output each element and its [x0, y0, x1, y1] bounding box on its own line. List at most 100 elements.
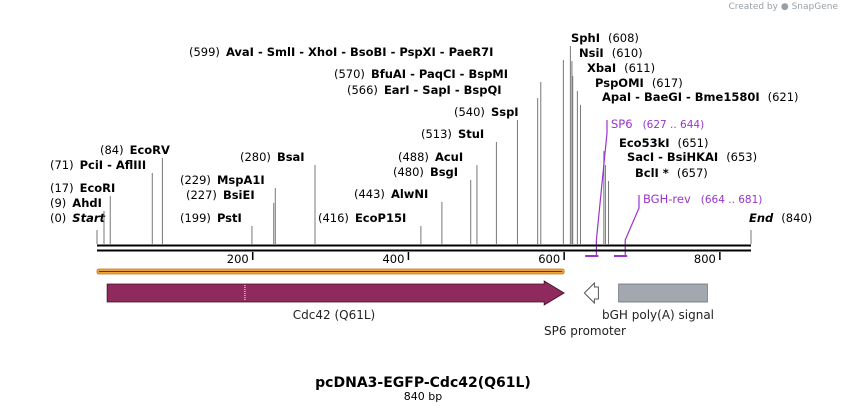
- site-sphi: SphI(608): [569, 31, 639, 244]
- primer-name: BGH-rev: [643, 192, 691, 206]
- site-label: SacI - BsiHKAI (653): [627, 150, 757, 164]
- primer-bgh-rev: BGH-rev (664 .. 681): [613, 192, 763, 257]
- site-label: PspOMI (617): [595, 76, 683, 90]
- site-alwni: (443)AlwNI: [354, 187, 443, 244]
- orf-track: [96, 268, 565, 275]
- site-position: (621): [768, 90, 799, 104]
- site-label: Eco53kI(651): [619, 136, 708, 150]
- ruler-tick-label: 800: [694, 252, 716, 266]
- site-label: BclI * (657): [635, 166, 708, 180]
- site-label: (0) Start: [50, 211, 106, 225]
- site-label: (84)EcoRV: [100, 143, 170, 157]
- site-position: (840): [781, 211, 812, 225]
- sequence-length: 840 bp: [404, 390, 442, 403]
- site-name: SacI - BsiHKAI: [627, 150, 718, 164]
- site-name: EcoP15I: [355, 211, 406, 225]
- site-end: End (840): [749, 211, 812, 244]
- site-position: (617): [652, 76, 683, 90]
- site-label: (488) AcuI: [398, 150, 463, 164]
- primer-leader: [595, 120, 608, 256]
- site-name: BclI *: [635, 166, 669, 180]
- site-pcii-afliii: (71)PciI - AflIII: [50, 158, 153, 244]
- site-label: (280)BsaI: [240, 150, 305, 164]
- site-label: ApaI - BaeGI - Bme1580I(621): [602, 90, 799, 104]
- site-position: (488): [398, 150, 429, 164]
- feature-label: SP6 promoter: [544, 324, 626, 338]
- site-position: (657): [677, 166, 708, 180]
- ruler-tick-label: 600: [538, 252, 560, 266]
- feature-cdc42-q61l: Cdc42 (Q61L): [106, 280, 565, 322]
- site-name: BsaI: [277, 150, 305, 164]
- snapgene-logo-icon: ●: [780, 2, 789, 12]
- site-position: (610): [612, 46, 643, 60]
- site-position: (71): [50, 158, 74, 172]
- primer-name: SP6: [611, 117, 633, 131]
- site-ecorv: (84)EcoRV: [100, 143, 170, 244]
- site-bfuai-paqci-bspmi: (570) BfuAI - PaqCI - BspMI: [334, 67, 542, 244]
- ruler-tick-800: 800: [694, 252, 721, 266]
- site-label: (229) MspA1I: [180, 173, 265, 187]
- primers: SP6(627 .. 644)BGH-rev (664 .. 681): [585, 117, 763, 257]
- features: Cdc42 (Q61L) SP6 promoter bGH poly(A) sign…: [106, 280, 714, 338]
- site-name: AcuI: [435, 150, 463, 164]
- site-eari-sapi-bspqi: (566)EarI - SapI - BspQI: [347, 83, 539, 244]
- ruler-tick-label: 400: [382, 252, 404, 266]
- site-label: End (840): [749, 211, 812, 225]
- site-position: (653): [726, 150, 757, 164]
- site-name: End: [749, 211, 774, 225]
- site-label: (513)StuI: [421, 127, 484, 141]
- ruler: 200 400 600 800: [227, 252, 721, 266]
- site-position: (651): [678, 136, 709, 150]
- site-label: (17) EcoRI: [50, 181, 115, 195]
- site-position: (0): [50, 211, 66, 225]
- site-name: BfuAI - PaqCI - BspMI: [371, 67, 508, 81]
- site-position: (480): [393, 165, 424, 179]
- site-label: (443)AlwNI: [354, 187, 428, 201]
- site-name: AvaI - SmlI - XhoI - BsoBI - PspXI - Pae…: [226, 45, 493, 59]
- feature-label: Cdc42 (Q61L): [293, 308, 375, 322]
- site-apai-baegi-bme1580i: ApaI - BaeGI - Bme1580I(621): [579, 90, 799, 244]
- site-label: (71)PciI - AflIII: [50, 158, 146, 172]
- site-position: (443): [354, 187, 385, 201]
- site-name: MspA1I: [217, 173, 265, 187]
- site-position: (570): [334, 67, 365, 81]
- site-name: Start: [72, 211, 105, 225]
- site-position: (84): [100, 143, 124, 157]
- site-avai-smli-xhoi-bsobi-pspxi-paer7i: (599)AvaI - SmlI - XhoI - BsoBI - PspXI …: [189, 45, 564, 244]
- ruler-tick-label: 200: [227, 252, 249, 266]
- site-position: (17): [50, 181, 74, 195]
- site-position: (229): [180, 173, 211, 187]
- site-name: XbaI: [587, 61, 616, 75]
- site-psti: (199)PstI: [180, 211, 253, 244]
- restriction-sites: (0) Start(9)AhdI(17) EcoRI (71)PciI - AflII…: [50, 31, 812, 244]
- site-label: (9)AhdI: [50, 196, 102, 210]
- site-label: NsiI(610): [579, 46, 643, 60]
- primer-range: (664 .. 681): [701, 194, 763, 206]
- site-ecori: (17) EcoRI: [50, 181, 115, 244]
- site-label: XbaI(611): [587, 61, 655, 75]
- site-saci-bsihkai: SacI - BsiHKAI (653): [604, 150, 757, 244]
- site-label: (416) EcoP15I: [318, 211, 406, 225]
- site-name: AhdI: [72, 196, 102, 210]
- site-sspi: (540)SspI: [454, 105, 519, 244]
- site-bsiei: (227)BsiEI: [186, 188, 275, 244]
- site-acui: (488) AcuI: [398, 150, 478, 244]
- site-label: (480) BsgI: [393, 165, 458, 179]
- site-name: PspOMI: [595, 76, 644, 90]
- credit-brand: SnapGene: [791, 2, 838, 12]
- site-name: BsgI: [430, 165, 458, 179]
- site-position: (416): [318, 211, 349, 225]
- site-position: (566): [347, 83, 378, 97]
- site-pspomi: PspOMI (617): [576, 76, 683, 244]
- feature-label: bGH poly(A) signal: [602, 308, 714, 322]
- site-name: BsiEI: [223, 188, 255, 202]
- site-position: (608): [608, 31, 639, 45]
- site-name: EcoRI: [80, 181, 116, 195]
- feature-sp6-promoter: SP6 promoter: [544, 281, 626, 338]
- ruler-tick-400: 400: [382, 252, 410, 266]
- site-position: (199): [180, 211, 211, 225]
- primer-sp6: SP6(627 .. 644): [585, 117, 704, 257]
- sequence-title: pcDNA3-EGFP-Cdc42(Q61L): [315, 375, 531, 391]
- sequence-backbone: [97, 244, 751, 252]
